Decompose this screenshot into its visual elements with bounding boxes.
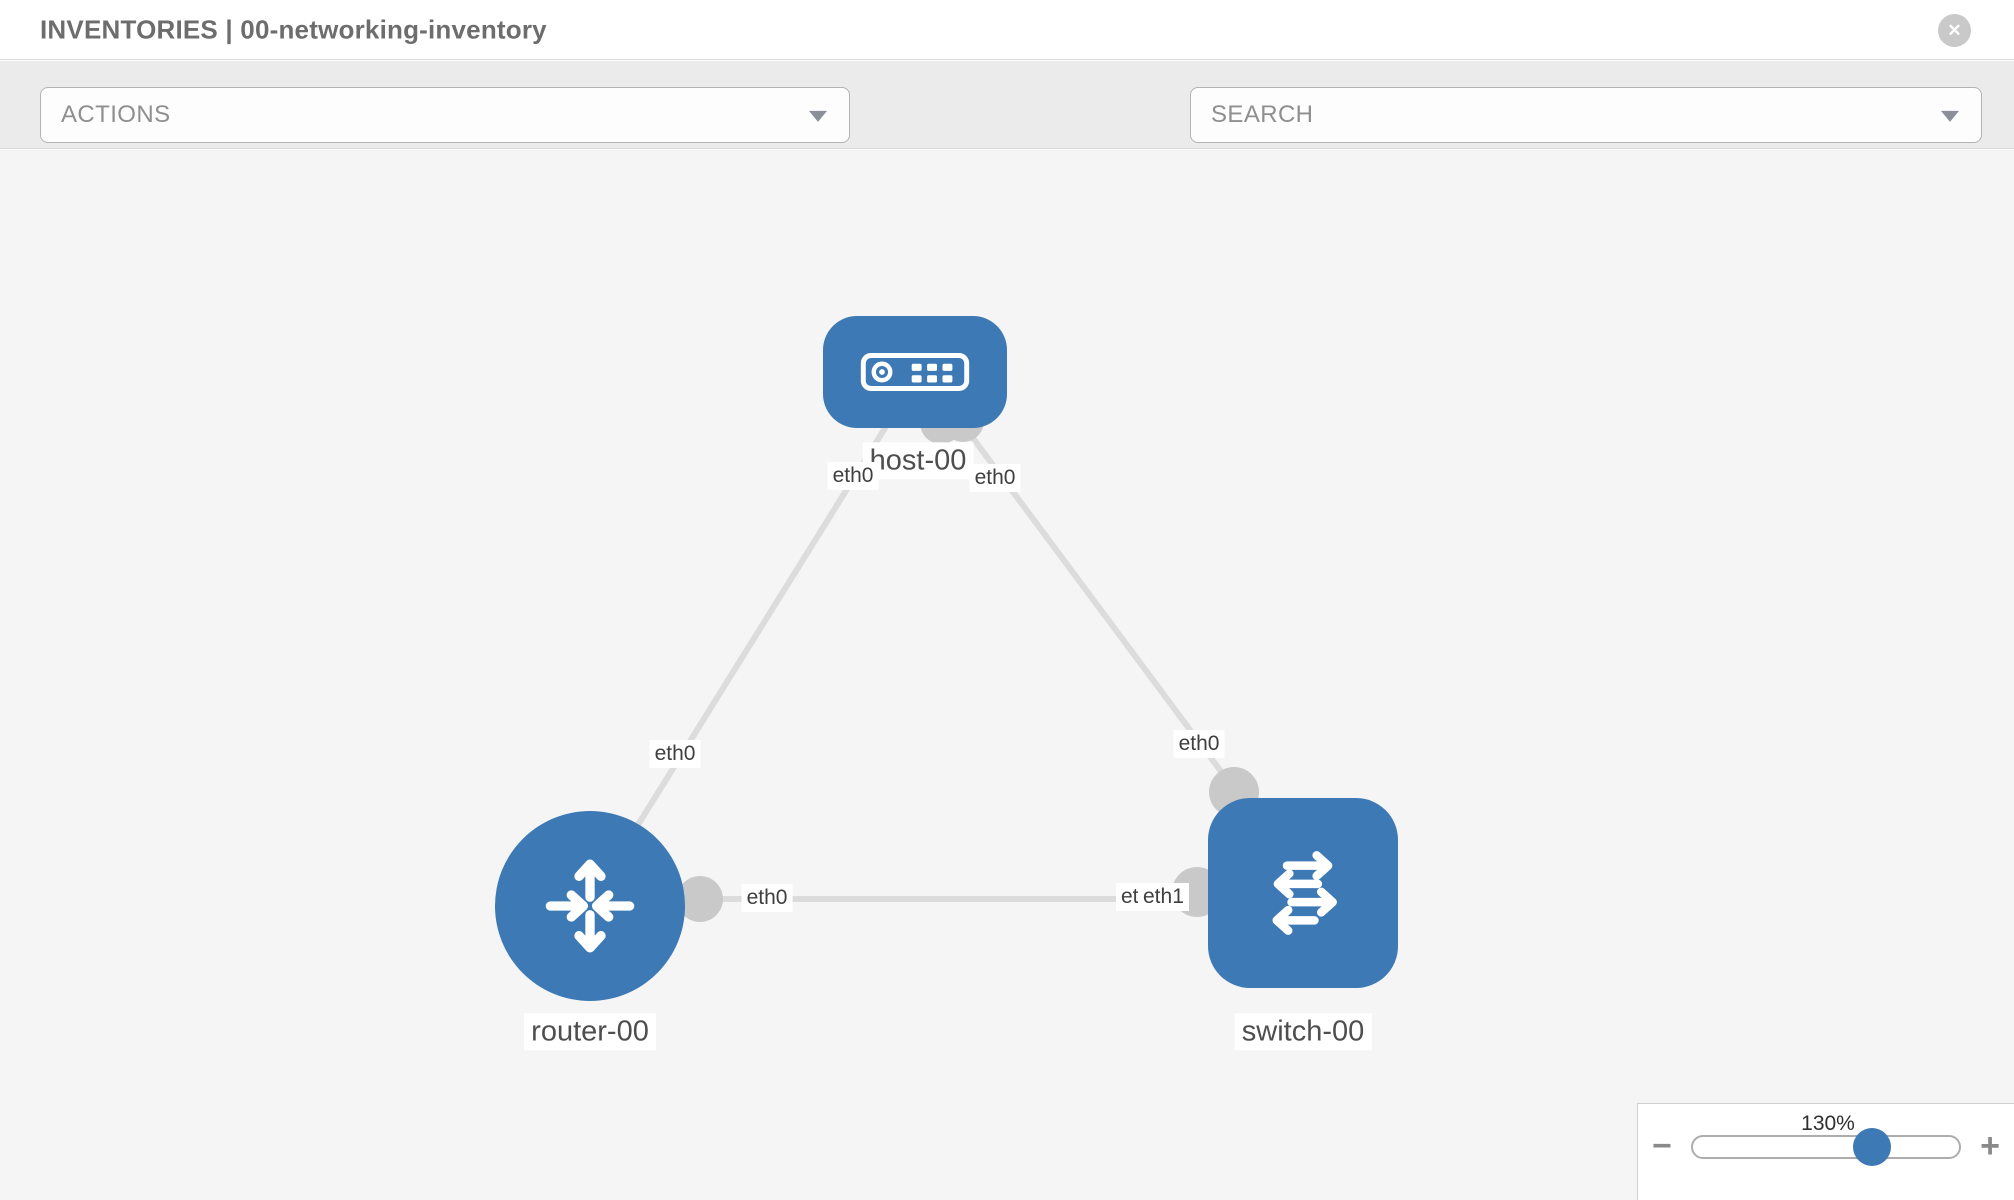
chevron-down-icon bbox=[809, 110, 827, 122]
actions-dropdown-label: ACTIONS bbox=[61, 101, 171, 128]
interface-label-switch-eth0-uplink: eth0 bbox=[1173, 729, 1225, 759]
node-router-00[interactable] bbox=[495, 811, 685, 1001]
node-label-switch: switch-00 bbox=[1234, 1013, 1372, 1051]
interface-label-router-eth0-uplink: eth0 bbox=[649, 739, 701, 769]
close-button[interactable]: ✕ bbox=[1938, 14, 1971, 47]
interface-label-host-eth0-left: eth0 bbox=[827, 461, 879, 491]
search-dropdown[interactable]: SEARCH bbox=[1190, 87, 1982, 143]
chevron-down-icon bbox=[1941, 110, 1959, 122]
zoom-control-panel: 130% − + bbox=[1637, 1103, 2014, 1200]
page-title: INVENTORIES | 00-networking-inventory bbox=[40, 14, 547, 44]
connector-router-right bbox=[677, 876, 723, 922]
node-host-00[interactable] bbox=[823, 316, 1007, 428]
search-dropdown-label: SEARCH bbox=[1211, 101, 1314, 128]
links-layer bbox=[633, 400, 1259, 922]
zoom-slider-track[interactable] bbox=[1691, 1128, 1961, 1166]
actions-dropdown[interactable]: ACTIONS bbox=[40, 87, 850, 143]
interface-label-host-eth0-right: eth0 bbox=[969, 463, 1021, 493]
interface-label-router-eth0: eth0 bbox=[741, 883, 793, 913]
interface-label-switch-overlap: eth0 eth1 bbox=[1116, 883, 1212, 915]
zoom-out-button[interactable]: − bbox=[1652, 1127, 1672, 1165]
router-arrows-icon bbox=[545, 859, 635, 953]
server-icon bbox=[860, 353, 970, 391]
topology-canvas[interactable]: host-00 router-00 switch-00 eth0 eth0 et… bbox=[0, 150, 2014, 1200]
zoom-slider-thumb[interactable] bbox=[1853, 1128, 1891, 1166]
toolbar: ACTIONS SEARCH bbox=[0, 61, 2014, 192]
zoom-in-button[interactable]: + bbox=[1980, 1127, 2000, 1165]
header: INVENTORIES | 00-networking-inventory ✕ bbox=[0, 0, 2014, 60]
zoom-level-value: 130% bbox=[1801, 1112, 1855, 1135]
node-label-host: host-00 bbox=[862, 442, 974, 480]
node-switch-00[interactable] bbox=[1208, 798, 1398, 988]
switch-arrows-icon bbox=[1272, 851, 1337, 935]
close-icon: ✕ bbox=[1947, 20, 1962, 40]
interface-label-switch-eth1: eth1 bbox=[1138, 883, 1189, 912]
node-label-router: router-00 bbox=[524, 1013, 656, 1051]
